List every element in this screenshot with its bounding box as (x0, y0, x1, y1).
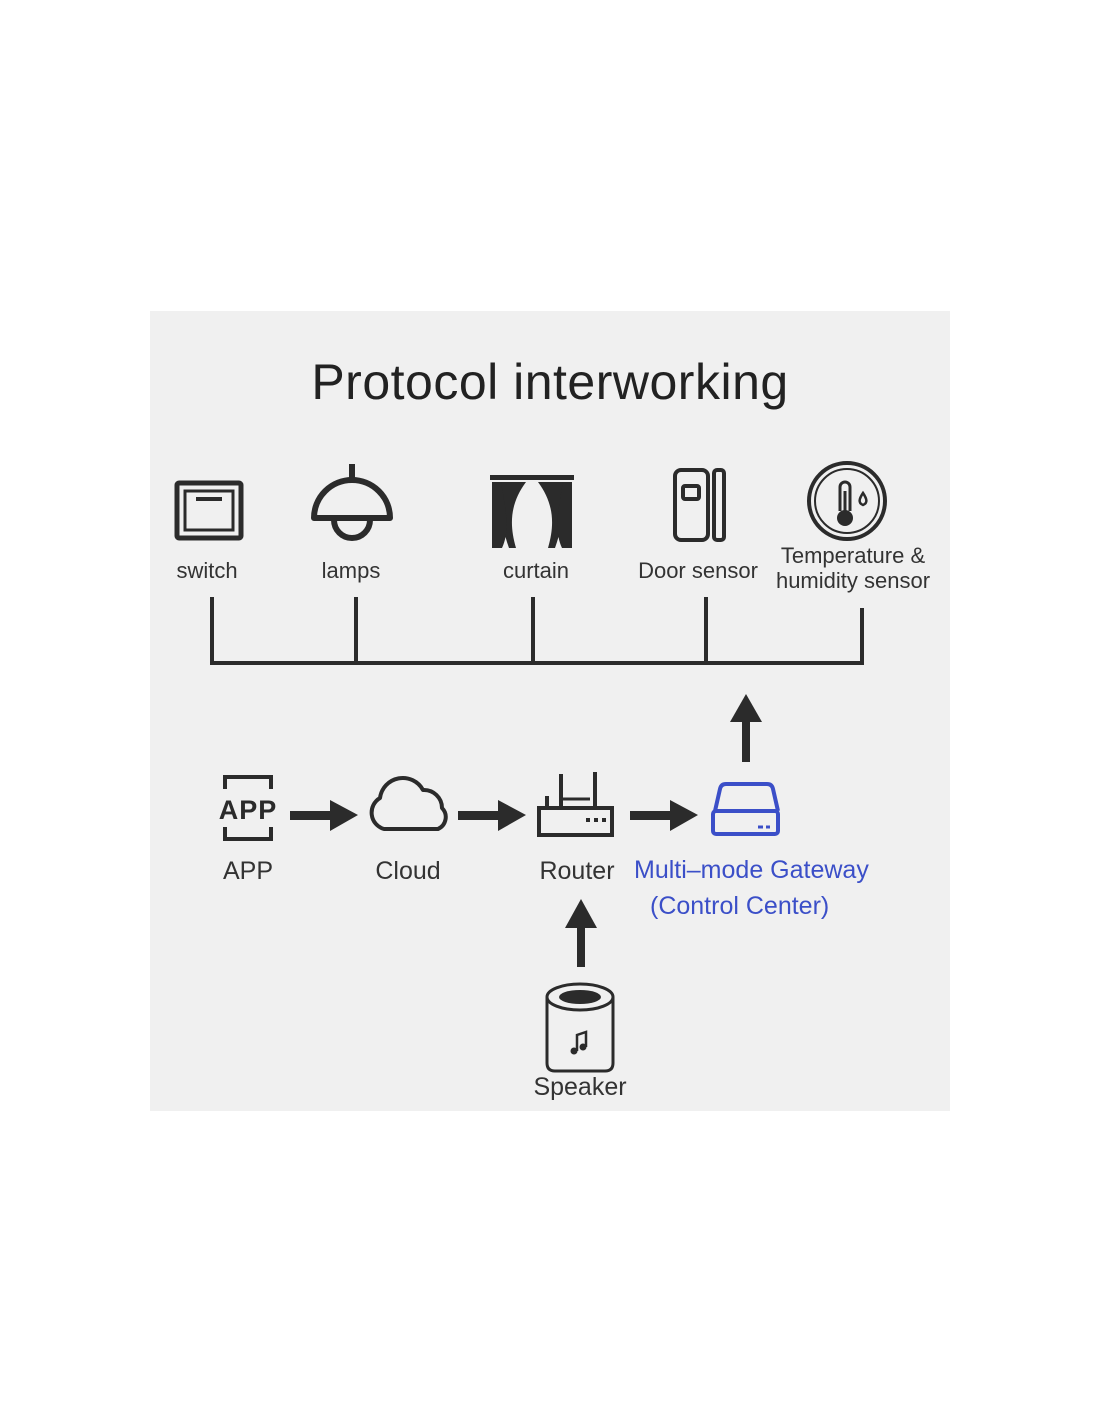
device-label-line1: Temperature & (780, 543, 926, 568)
svg-text:APP: APP (219, 795, 278, 825)
door-sensor-icon (673, 468, 726, 542)
diagram-panel: Protocol interworking (150, 311, 950, 1111)
device-bus (210, 597, 864, 665)
curtain-icon (490, 475, 574, 548)
switch-icon (174, 480, 244, 541)
diagram-title: Protocol interworking (311, 354, 789, 410)
device-label-curtain: curtain (502, 558, 570, 583)
gateway-to-devices-arrow (730, 694, 762, 762)
flow-label-gateway: Multi–mode Gateway (Control Center) (634, 852, 869, 924)
app-to-cloud-arrow (290, 800, 358, 831)
router-to-gateway-arrow (630, 800, 698, 831)
speaker-icon (545, 982, 615, 1073)
lamp-icon (311, 464, 393, 541)
device-label-door-sensor: Door sensor (638, 558, 758, 583)
cloud-to-router-arrow (458, 800, 526, 831)
gateway-label-line2: (Control Center) (650, 892, 830, 920)
device-label-temperature-humidity-sensor: Temperature & humidity sensor (776, 543, 930, 593)
speaker-label: Speaker (533, 1073, 627, 1101)
diagram-canvas: APP (174, 461, 887, 1073)
gateway-icon (711, 782, 780, 836)
cloud-icon (369, 776, 448, 831)
device-label-switch: switch (176, 558, 238, 583)
device-label-lamps: lamps (321, 558, 381, 583)
speaker-to-router-arrow (565, 899, 597, 967)
flow-label-cloud: Cloud (375, 857, 441, 885)
router-icon (537, 772, 614, 837)
flow-label-app: APP (222, 857, 274, 885)
device-label-line2: humidity sensor (775, 568, 931, 593)
thermometer-icon (807, 461, 887, 541)
gateway-label-line1: Multi–mode Gateway (634, 856, 869, 884)
app-icon: APP (219, 775, 278, 841)
flow-label-router: Router (539, 857, 615, 885)
